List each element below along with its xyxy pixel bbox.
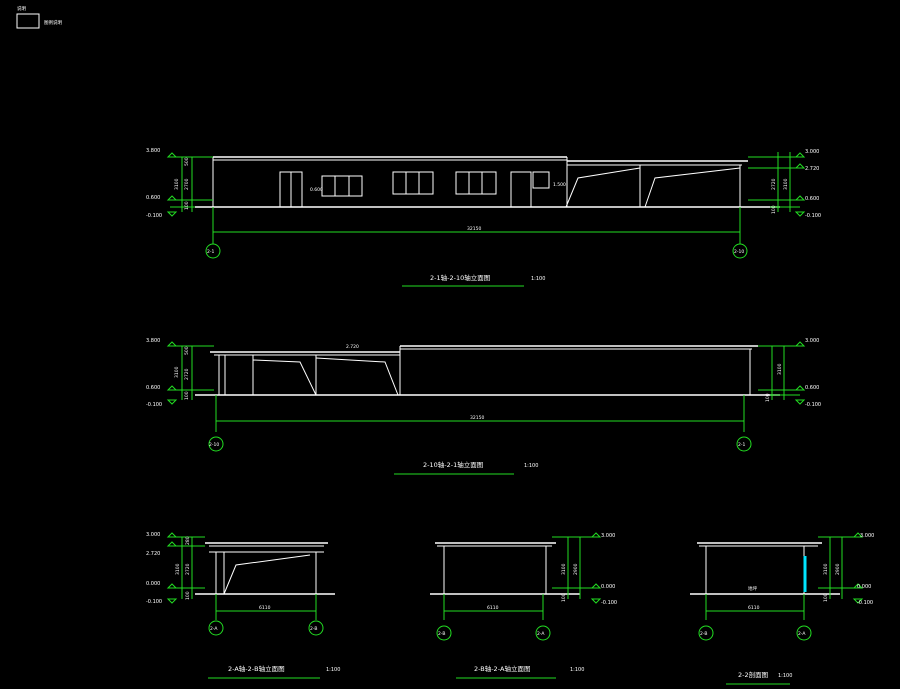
- svg-text:3100: 3100: [783, 178, 789, 190]
- elevation-2: 2.720 3.800 0.600 -0.100 500 2720 3100 1…: [146, 338, 821, 475]
- svg-text:1:100: 1:100: [326, 667, 340, 673]
- svg-text:2.720: 2.720: [346, 344, 359, 350]
- elevation-4: 3.000 0.000 -0.100 2900 3100 100 6110 2-…: [430, 532, 617, 679]
- axis-bubble: [732, 243, 748, 259]
- svg-text:3.000: 3.000: [146, 532, 160, 538]
- svg-text:-0.100: -0.100: [601, 600, 617, 606]
- axis-bubble: [205, 243, 221, 259]
- svg-text:0.000: 0.000: [601, 584, 615, 590]
- elevation-3: 3.000 2.720 0.000 -0.100 280 2720 3100 1…: [146, 532, 340, 679]
- level-label: -0.100: [146, 213, 162, 219]
- svg-text:2-10: 2-10: [734, 249, 744, 255]
- window: [321, 175, 363, 197]
- svg-text:280: 280: [185, 536, 191, 545]
- svg-text:0.600: 0.600: [146, 385, 160, 391]
- brace: [644, 167, 741, 208]
- brace: [565, 167, 641, 208]
- svg-text:500: 500: [184, 346, 190, 355]
- svg-text:3100: 3100: [823, 563, 829, 575]
- level-label: 0.600: [146, 195, 160, 201]
- svg-text:-0.100: -0.100: [805, 213, 821, 219]
- svg-text:2-B: 2-B: [700, 631, 707, 637]
- svg-text:100: 100: [771, 205, 777, 214]
- svg-text:3100: 3100: [777, 363, 783, 375]
- svg-text:3.000: 3.000: [860, 533, 874, 539]
- window-small: [532, 171, 550, 189]
- view-title: 2-A轴-2-B轴立面图: [228, 664, 285, 673]
- svg-text:2.720: 2.720: [805, 166, 819, 172]
- svg-text:3100: 3100: [174, 178, 180, 190]
- svg-text:6110: 6110: [748, 605, 760, 611]
- svg-text:0.000: 0.000: [146, 581, 160, 587]
- svg-text:2-1: 2-1: [207, 249, 214, 255]
- svg-text:2720: 2720: [185, 563, 191, 575]
- svg-text:6110: 6110: [487, 605, 499, 611]
- svg-text:2-B: 2-B: [438, 631, 445, 637]
- svg-text:3100: 3100: [561, 563, 567, 575]
- svg-text:0.000: 0.000: [857, 584, 871, 590]
- svg-text:2-B: 2-B: [310, 626, 317, 632]
- svg-text:2-A: 2-A: [537, 631, 545, 637]
- svg-text:1:100: 1:100: [778, 673, 792, 679]
- view-title: 2-2剖面图: [738, 670, 768, 679]
- svg-text:100: 100: [765, 393, 771, 402]
- svg-text:2-A: 2-A: [210, 626, 218, 632]
- svg-text:100: 100: [185, 591, 191, 600]
- door: [510, 171, 532, 208]
- svg-text:3100: 3100: [175, 563, 181, 575]
- svg-text:3.000: 3.000: [805, 149, 819, 155]
- legend-box: [16, 13, 40, 29]
- svg-text:-0.100: -0.100: [146, 402, 162, 408]
- note-level: 0.600: [310, 187, 323, 193]
- svg-text:地坪: 地坪: [748, 585, 757, 592]
- svg-text:-0.100: -0.100: [146, 599, 162, 605]
- elevation-1: 0.600 1.500 3.800 0.600 -0.100 500 2700 …: [146, 148, 821, 287]
- svg-text:1:100: 1:100: [570, 667, 584, 673]
- svg-text:0.600: 0.600: [805, 196, 819, 202]
- svg-text:0.600: 0.600: [805, 385, 819, 391]
- view-title: 2-10轴-2-1轴立面图: [423, 460, 483, 469]
- svg-text:2-10: 2-10: [209, 442, 219, 448]
- svg-text:100: 100: [561, 593, 567, 602]
- svg-text:2.720: 2.720: [146, 551, 160, 557]
- svg-text:2-A: 2-A: [798, 631, 806, 637]
- svg-text:32150: 32150: [467, 226, 481, 232]
- section-2-2: 地坪 3.000 0.000 -0.100 2900 3100 100 6110…: [690, 532, 874, 685]
- svg-text:2-1: 2-1: [738, 442, 745, 448]
- legend-label: 图例说明: [44, 19, 62, 26]
- window: [455, 171, 497, 195]
- legend-block: 图例说明 说明: [16, 5, 62, 29]
- svg-text:100: 100: [184, 201, 190, 210]
- svg-text:3.000: 3.000: [805, 338, 819, 344]
- svg-text:2900: 2900: [573, 563, 579, 575]
- level-label: 3.800: [146, 148, 160, 154]
- svg-text:-0.100: -0.100: [805, 402, 821, 408]
- svg-text:-0.100: -0.100: [857, 600, 873, 606]
- svg-text:2720: 2720: [184, 368, 190, 380]
- svg-text:500: 500: [184, 157, 190, 166]
- svg-text:3100: 3100: [174, 366, 180, 378]
- svg-text:2720: 2720: [771, 178, 777, 190]
- svg-text:2900: 2900: [835, 563, 841, 575]
- svg-text:3.000: 3.000: [601, 533, 615, 539]
- window: [392, 171, 434, 195]
- svg-text:3.800: 3.800: [146, 338, 160, 344]
- corner-label: 说明: [17, 5, 26, 12]
- view-title: 2-1轴-2-10轴立面图: [430, 273, 490, 282]
- note-level: 1.500: [553, 182, 566, 188]
- svg-text:100: 100: [184, 391, 190, 400]
- svg-text:32150: 32150: [470, 415, 484, 421]
- svg-text:6110: 6110: [259, 605, 271, 611]
- svg-text:100: 100: [823, 593, 829, 602]
- view-title: 2-B轴-2-A轴立面图: [474, 664, 530, 673]
- svg-text:1:100: 1:100: [524, 463, 538, 469]
- svg-text:2700: 2700: [184, 178, 190, 190]
- level-markers: [166, 152, 178, 217]
- view-scale: 1:100: [531, 276, 545, 282]
